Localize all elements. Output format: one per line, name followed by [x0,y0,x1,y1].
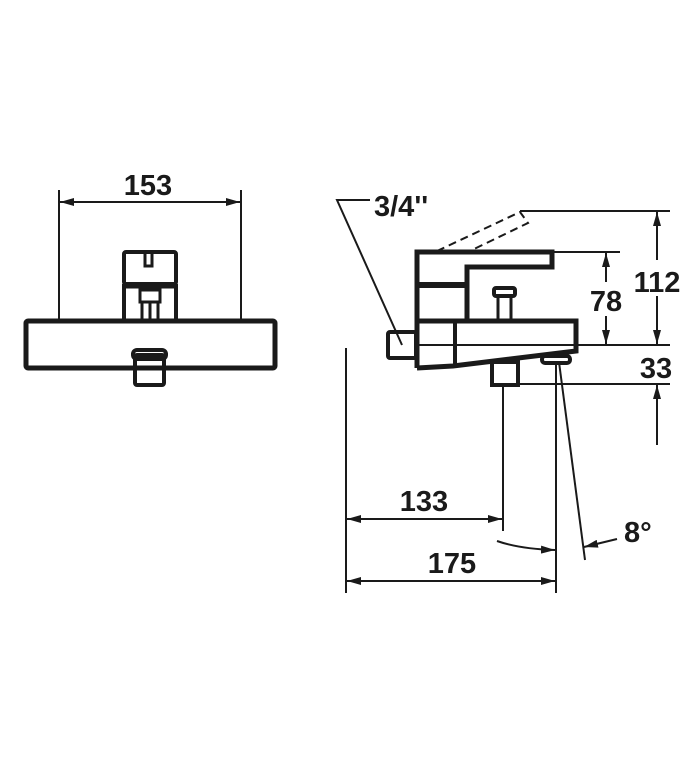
dimension-33-label: 33 [640,353,672,385]
spout-angle-label: 8° [624,517,652,549]
lever-side [414,249,555,368]
label-112-bg [630,260,686,296]
spout-outlet-side [540,354,572,365]
wall-connection [386,330,418,360]
inlet-stub [490,360,520,387]
diverter-button [492,286,517,298]
body-side [416,318,579,371]
dimension-153-label: 153 [124,170,172,202]
diverter-shaft [140,302,160,321]
connection-leader-line [335,199,403,346]
label-78-bg [590,282,624,316]
lever-slot [143,252,154,268]
diverter-stem [138,288,162,304]
dimension-112-label: 112 [634,267,681,299]
lever-raised-dashed [436,210,530,252]
front-view [23,190,278,387]
dimension-133-label: 133 [400,486,448,518]
dimension-175-label: 175 [428,548,476,580]
angle-arc [496,540,556,554]
angle-arrow [583,538,618,548]
connection-size-label: 3/4'' [374,191,428,223]
side-view [335,199,670,593]
spout-aerator [131,348,168,361]
lever-base [122,284,178,321]
lever-handle [122,250,178,286]
dimension-78-label: 78 [590,286,622,318]
spout-angle-line [558,361,586,561]
spout-outlet [133,353,166,387]
diverter-button-stem [496,296,513,321]
